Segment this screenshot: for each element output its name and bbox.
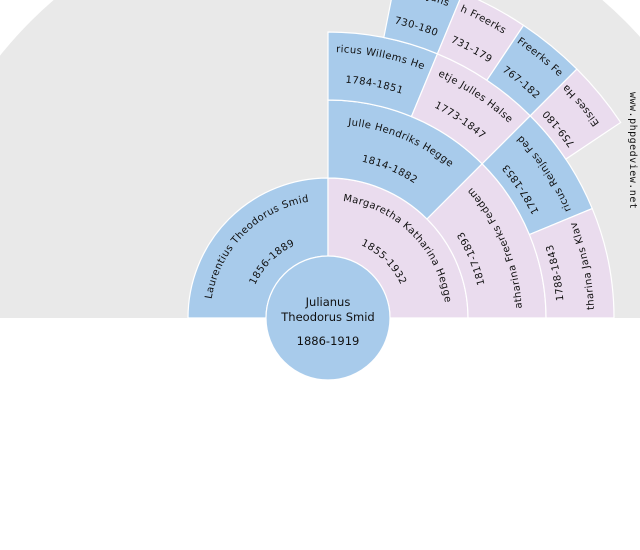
ancestor-segments-layer xyxy=(187,0,622,319)
center-person-dates: 1886-1919 xyxy=(297,334,360,348)
watermark-label: www.phpgedview.net xyxy=(627,92,638,210)
center-person-name-line2: Theodorus Smid xyxy=(280,310,374,324)
ancestor-segment[interactable] xyxy=(529,68,622,160)
chart-empty-lower-half xyxy=(0,318,640,550)
center-person-name-line1: Julianus xyxy=(305,295,351,309)
ancestor-segment[interactable] xyxy=(528,207,615,319)
center-person-layer[interactable]: Julianus Theodorus Smid 1886-1919 xyxy=(265,255,391,381)
center-person-circle[interactable] xyxy=(265,255,391,381)
